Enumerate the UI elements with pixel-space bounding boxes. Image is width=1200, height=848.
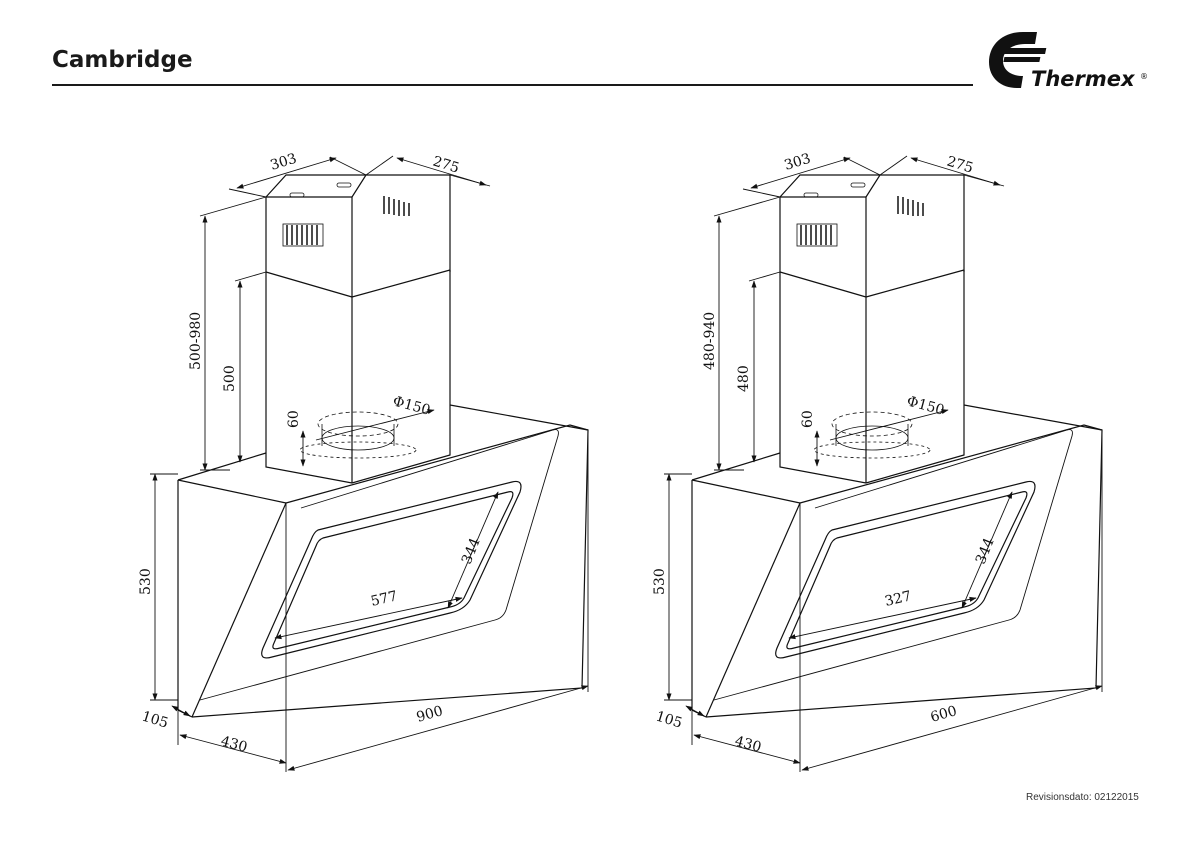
hood-drawing-right: 303 275 480-940 480 Φ150 60 530 344 327 …: [652, 151, 1103, 772]
revision-date: Revisionsdato: 02122015: [1026, 792, 1139, 803]
dim-chimney-depth: 275: [431, 154, 461, 177]
dim-duct-diameter: Φ150: [391, 393, 432, 418]
dim-hood-height: 530: [652, 568, 668, 595]
thermex-logo: Thermex ®: [989, 32, 1148, 91]
logo-bar-1: [1001, 48, 1047, 54]
logo-wordmark: Thermex: [1031, 67, 1136, 91]
logo-registered-mark: ®: [1140, 72, 1148, 81]
dim-glass-inner-height: 344: [973, 536, 998, 567]
hood-outline: [177, 174, 589, 718]
header-rule: [52, 84, 973, 86]
logo-swoosh: [989, 32, 1037, 88]
dim-duct-height: 60: [800, 410, 816, 428]
dimension-lines: [150, 156, 588, 772]
dim-hood-height: 530: [138, 568, 154, 595]
logo-bar-2: [1003, 57, 1041, 62]
hood-drawing-left: 303 275 500-980 500 Φ150 60 530 344 577 …: [138, 151, 589, 772]
dim-chimney-width: 303: [268, 151, 298, 174]
dim-hood-depth: 430: [219, 733, 249, 755]
dim-hood-depth: 430: [733, 733, 763, 755]
dim-glass-inner-width: 577: [369, 588, 399, 610]
dim-chimney-total-height: 500-980: [188, 312, 204, 370]
dim-chimney-depth: 275: [945, 154, 975, 177]
dim-duct-height: 60: [286, 410, 302, 428]
dim-bottom-offset: 105: [140, 709, 170, 732]
dim-bottom-offset: 105: [654, 709, 684, 732]
dim-chimney-total-height: 480-940: [702, 312, 718, 370]
dim-duct-diameter: Φ150: [905, 393, 946, 418]
dim-chimney-lower-height: 500: [222, 365, 238, 392]
dim-hood-width: 600: [929, 703, 959, 726]
dim-hood-width: 900: [415, 703, 445, 726]
page-title: Cambridge: [52, 47, 193, 73]
dim-glass-inner-height: 344: [459, 536, 484, 567]
hood-outline: [691, 174, 1103, 718]
dim-chimney-lower-height: 480: [736, 365, 752, 392]
dimension-lines: [664, 156, 1102, 772]
dim-glass-inner-width: 327: [883, 588, 913, 610]
dim-chimney-width: 303: [782, 151, 812, 174]
